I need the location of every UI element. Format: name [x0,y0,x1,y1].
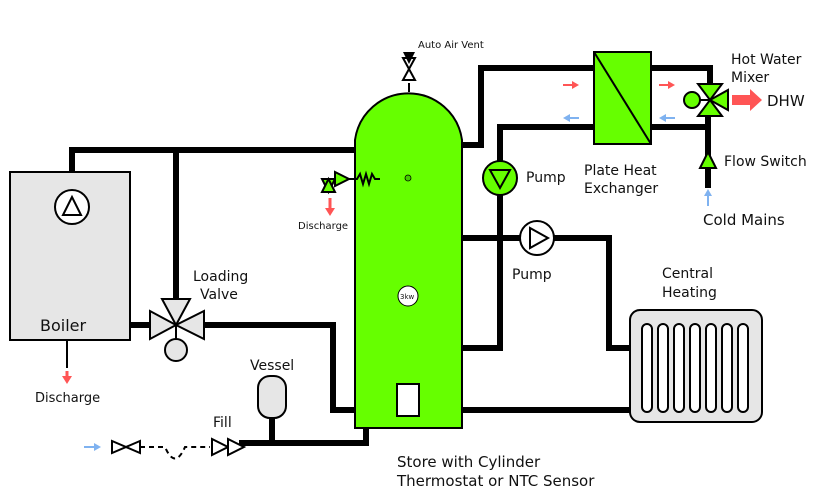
loading-valve-label-1: Loading [193,269,248,285]
flow-switch-label: Flow Switch [724,154,807,170]
pipe-boiler-flow [69,147,363,175]
air-vent-valve-icon [401,57,417,81]
pump-mid-label: Pump [512,267,552,283]
store-cylinder [354,92,463,429]
cold-mains-label: Cold Mains [703,211,785,229]
phe-label-2: Exchanger [584,181,658,197]
sensor-dot [404,174,412,182]
pipe-loading-to-store [201,322,359,413]
central-heating-label-2: Heating [662,285,717,301]
pipe-fill [239,425,369,446]
pump-central-heating [519,220,555,256]
flow-switch-icon [698,149,718,169]
fill-valves [111,437,247,457]
plate-heat-exchanger [593,51,652,145]
relief-discharge-arrow-icon [325,208,335,216]
central-heating-label-1: Central [662,266,713,282]
store-label-2: Thermostat or NTC Sensor [396,472,595,490]
relief-valve [320,170,380,195]
cold-return-arrow-icon [563,114,570,122]
dhw-arrow-icon [732,89,762,111]
vessel-label: Vessel [250,358,294,374]
pipe-pump-return [459,193,503,351]
cold-mains-arrow-icon [704,189,712,196]
dhw-label: DHW [767,92,805,110]
loading-valve-label-2: Valve [200,287,238,303]
store-label-1: Store with Cylinder [397,453,541,471]
pipe-ch-flow2 [553,235,633,351]
mixer-label-2: Mixer [731,70,769,86]
pipe-phe-hw-out [648,65,713,87]
radiator [629,309,763,423]
loading-valve [149,298,205,362]
hot-out-arrow-icon [668,81,675,89]
fill-label: Fill [213,415,232,431]
phe-label-1: Plate Heat [584,163,657,179]
boiler-discharge-label: Discharge [35,391,100,406]
pipe-phe-return [497,124,597,163]
pump-top [482,160,518,196]
boiler-label: Boiler [40,316,87,335]
fill-in-arrow-icon [94,443,101,451]
thermostat-box [396,383,420,417]
boiler-discharge-arrow-icon [62,376,72,384]
immersion-heater [397,285,419,307]
flow-arrows-phe [563,81,675,122]
boiler [9,171,131,341]
air-vent-label: Auto Air Vent [418,40,484,51]
cold-in-arrow-icon [659,114,666,122]
hot-water-mixer [683,83,729,117]
pipe-cold-to-phe [648,115,711,130]
pipe-store-to-phe [459,65,597,148]
immersion-label: 3kw [400,293,415,301]
hot-in-arrow-icon [572,81,579,89]
pump-top-label: Pump [526,170,566,186]
fill-hose [140,446,210,460]
expansion-vessel [257,375,287,419]
mixer-label-1: Hot Water [731,52,802,68]
relief-discharge-label: Discharge [298,221,348,232]
